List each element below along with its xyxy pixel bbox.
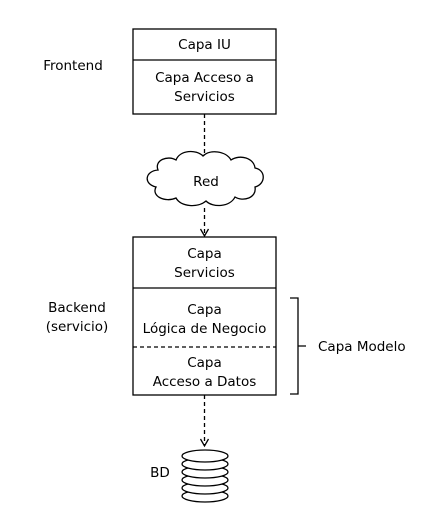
backend-stack xyxy=(132,236,277,396)
database-icon xyxy=(181,449,229,503)
frontend-label: Frontend xyxy=(43,58,103,74)
backend-label-line1: Backend xyxy=(48,300,106,316)
network-cloud-icon xyxy=(146,150,264,207)
services-layer-label-line2: Servicios xyxy=(174,265,235,281)
backend-label-line2: (servicio) xyxy=(46,319,109,335)
business-layer-label-line2: Lógica de Negocio xyxy=(143,321,267,337)
service-access-layer-label-line2: Servicios xyxy=(174,89,235,105)
data-access-layer-label-line2: Acceso a Datos xyxy=(153,374,257,390)
model-layer-bracket xyxy=(290,297,306,395)
frontend-stack xyxy=(132,28,277,115)
data-access-layer-label-line1: Capa xyxy=(187,355,222,371)
backend-box xyxy=(132,236,277,396)
services-layer-label-line1: Capa xyxy=(187,246,222,262)
model-layer-label: Capa Modelo xyxy=(318,339,406,355)
service-access-layer-label-line1: Capa Acceso a xyxy=(155,70,254,86)
business-layer-label-line1: Capa xyxy=(187,302,222,318)
frontend-box xyxy=(132,28,277,115)
ui-layer-label: Capa IU xyxy=(178,37,231,53)
database-label: BD xyxy=(150,465,170,481)
network-label: Red xyxy=(193,174,219,190)
